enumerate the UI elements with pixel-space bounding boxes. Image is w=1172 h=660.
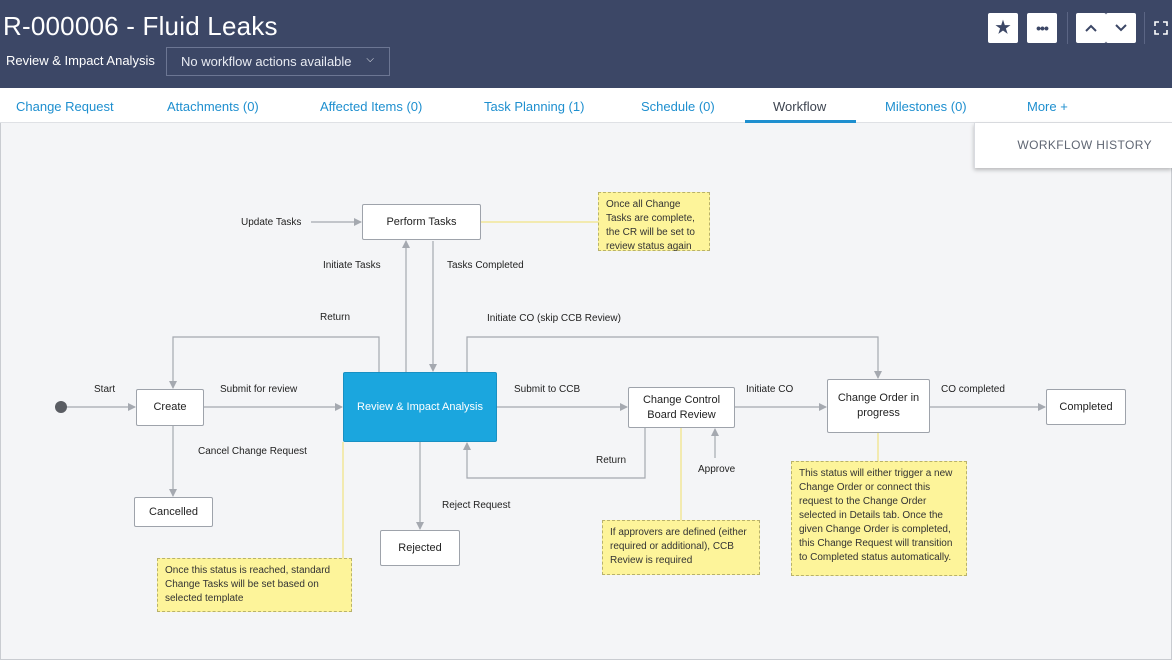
tab-attachments[interactable]: Attachments (0) bbox=[167, 99, 259, 114]
state-label-line: progress bbox=[857, 407, 900, 419]
tab-task-planning[interactable]: Task Planning (1) bbox=[484, 99, 585, 114]
chevron-up-icon bbox=[1085, 24, 1097, 32]
state-label-line: Change Order in bbox=[837, 392, 920, 404]
tab-more[interactable]: More + bbox=[1027, 99, 1068, 114]
state-create[interactable]: Create bbox=[136, 389, 204, 426]
transition-label: Submit to CCB bbox=[514, 384, 581, 395]
workflow-history-panel[interactable]: WORKFLOW HISTORY bbox=[974, 123, 1172, 168]
header-divider bbox=[1144, 12, 1145, 44]
state-completed[interactable]: Completed bbox=[1046, 389, 1126, 425]
tab-affected-items[interactable]: Affected Items (0) bbox=[320, 99, 423, 114]
transition-label: Return bbox=[596, 455, 627, 466]
transition-label: Cancel Change Request bbox=[198, 446, 307, 457]
transition-label: Update Tasks bbox=[241, 217, 302, 228]
fullscreen-icon bbox=[1153, 21, 1168, 35]
state-review-impact-analysis[interactable]: Review & Impact Analysis bbox=[343, 372, 497, 442]
transition-label: Tasks Completed bbox=[447, 260, 524, 271]
state-label-line: Change Control bbox=[642, 393, 721, 406]
header-divider bbox=[1067, 12, 1068, 44]
record-header: R-000006 - Fluid Leaks Review & Impact A… bbox=[0, 0, 1172, 88]
transition-label: Initiate CO (skip CCB Review) bbox=[487, 313, 621, 324]
state-change-control-board-review[interactable]: Change Control Board Review bbox=[628, 387, 735, 428]
page-title: R-000006 - Fluid Leaks bbox=[3, 11, 278, 41]
edge-return-create bbox=[169, 336, 380, 389]
note-review-impact: Once this status is reached, standard Ch… bbox=[157, 558, 352, 612]
state-cancelled[interactable]: Cancelled bbox=[134, 497, 213, 527]
note-ccb-review: If approvers are defined (either require… bbox=[602, 520, 760, 575]
edge-return-review bbox=[463, 428, 646, 479]
state-rejected[interactable]: Rejected bbox=[380, 530, 460, 566]
next-record-button[interactable] bbox=[1106, 13, 1136, 43]
state-change-order-in-progress[interactable]: Change Order in progress bbox=[827, 379, 930, 433]
transition-label: Submit for review bbox=[220, 384, 298, 395]
note-change-order: This status will either trigger a new Ch… bbox=[791, 461, 967, 576]
bookmark-button[interactable]: ★ bbox=[988, 13, 1018, 43]
transition-label: Start bbox=[94, 384, 116, 395]
chevron-down-icon: ⌵ bbox=[366, 54, 374, 65]
tab-milestones[interactable]: Milestones (0) bbox=[885, 99, 967, 114]
transition-label: Approve bbox=[698, 464, 736, 475]
transition-label: Initiate CO bbox=[746, 384, 794, 395]
chevron-down-icon bbox=[1115, 24, 1127, 32]
workflow-actions-dropdown[interactable]: No workflow actions available ⌵ bbox=[166, 47, 390, 76]
workflow-actions-value: No workflow actions available bbox=[181, 54, 352, 69]
tab-bar: Change Request Attachments (0) Affected … bbox=[0, 88, 1172, 123]
note-perform-tasks: Once all Change Tasks are complete, the … bbox=[598, 192, 710, 252]
tab-workflow[interactable]: Workflow bbox=[773, 99, 827, 114]
active-tab-indicator bbox=[745, 120, 856, 123]
transition-label: CO completed bbox=[941, 384, 1005, 395]
previous-record-button[interactable] bbox=[1076, 13, 1106, 43]
start-node bbox=[55, 401, 67, 413]
workflow-history-link[interactable]: WORKFLOW HISTORY bbox=[1017, 138, 1152, 152]
tab-change-request[interactable]: Change Request bbox=[16, 99, 114, 114]
fullscreen-button[interactable] bbox=[1149, 13, 1172, 43]
tab-schedule[interactable]: Schedule (0) bbox=[641, 99, 715, 114]
more-actions-button[interactable]: ••• bbox=[1027, 13, 1057, 43]
edge-initiate-co-skip bbox=[466, 336, 882, 379]
state-perform-tasks[interactable]: Perform Tasks bbox=[362, 204, 481, 240]
more-icon: ••• bbox=[1036, 20, 1049, 36]
transition-label: Reject Request bbox=[442, 500, 511, 511]
transition-label: Initiate Tasks bbox=[323, 260, 381, 271]
state-label-line: Board Review bbox=[647, 408, 716, 421]
star-icon: ★ bbox=[995, 18, 1011, 37]
transition-label: Return bbox=[320, 312, 351, 323]
current-state-label: Review & Impact Analysis bbox=[6, 53, 155, 68]
